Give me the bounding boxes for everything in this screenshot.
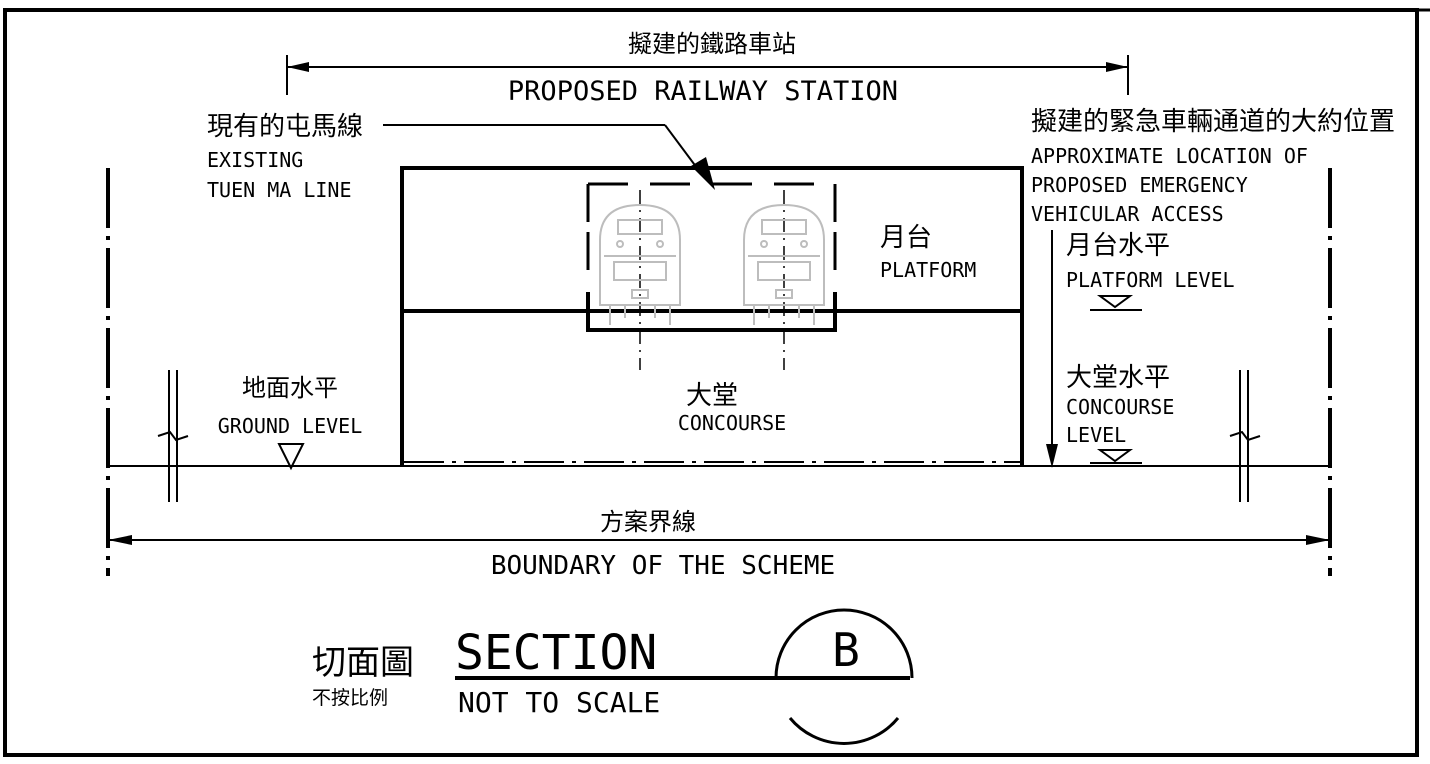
station-label-en: PROPOSED RAILWAY STATION bbox=[508, 76, 898, 107]
section-scale-en: NOT TO SCALE bbox=[458, 686, 660, 719]
concourse-level-label-zh: 大堂水平 bbox=[1066, 363, 1170, 393]
ground-level-label-zh: 地面水平 bbox=[242, 374, 338, 402]
platform-level-label-en: PLATFORM LEVEL bbox=[1066, 268, 1235, 292]
concourse-level-label-en-2: LEVEL bbox=[1066, 423, 1126, 447]
station-dimension-line bbox=[286, 55, 1129, 95]
emergency-access-label-en-2: PROPOSED EMERGENCY bbox=[1031, 173, 1248, 197]
section-scale-zh: 不按比例 bbox=[312, 687, 388, 709]
concourse-level-label-en-1: CONCOURSE bbox=[1066, 395, 1174, 419]
section-mark-letter: B bbox=[832, 623, 860, 677]
existing-line-label-en-2: TUEN MA LINE bbox=[207, 178, 352, 202]
concourse-level-marker bbox=[1090, 449, 1142, 464]
emergency-access-label-zh: 擬建的緊急車輛通道的大約位置 bbox=[1031, 107, 1395, 137]
emergency-access-arrow bbox=[1046, 230, 1058, 468]
emergency-access-label-en-3: VEHICULAR ACCESS bbox=[1031, 202, 1224, 226]
boundary-label-zh: 方案界線 bbox=[600, 508, 696, 536]
boundary-label-en: BOUNDARY OF THE SCHEME bbox=[491, 551, 835, 581]
platform-level-label-zh: 月台水平 bbox=[1066, 231, 1170, 261]
station-label-zh: 擬建的鐵路車站 bbox=[628, 30, 796, 58]
break-line-left bbox=[157, 370, 189, 502]
boundary-lines bbox=[106, 168, 1332, 576]
existing-line-label-zh: 現有的屯馬線 bbox=[207, 112, 363, 142]
trackway-envelope bbox=[586, 182, 837, 370]
concourse-label-zh: 大堂 bbox=[686, 381, 738, 411]
section-mark-circle bbox=[774, 608, 914, 745]
platform-level-marker bbox=[1090, 295, 1142, 311]
existing-line-leader bbox=[383, 124, 715, 190]
section-title-zh: 切面圖 bbox=[312, 643, 414, 683]
ground-level-label-en: GROUND LEVEL bbox=[218, 414, 363, 438]
platform-label-en: PLATFORM bbox=[880, 258, 976, 282]
emergency-access-label-en-1: APPROXIMATE LOCATION OF bbox=[1031, 144, 1308, 168]
station-box bbox=[400, 166, 1024, 466]
existing-line-label-en-1: EXISTING bbox=[207, 148, 303, 172]
ground-level-marker bbox=[277, 443, 305, 471]
drawing-frame bbox=[3, 8, 1430, 757]
train-icon-left bbox=[599, 203, 681, 325]
concourse-label-en: CONCOURSE bbox=[678, 411, 786, 435]
break-line-right bbox=[1229, 370, 1261, 502]
section-title-en: SECTION bbox=[455, 625, 657, 681]
platform-label-zh: 月台 bbox=[880, 223, 932, 253]
train-icon-right bbox=[743, 203, 825, 325]
